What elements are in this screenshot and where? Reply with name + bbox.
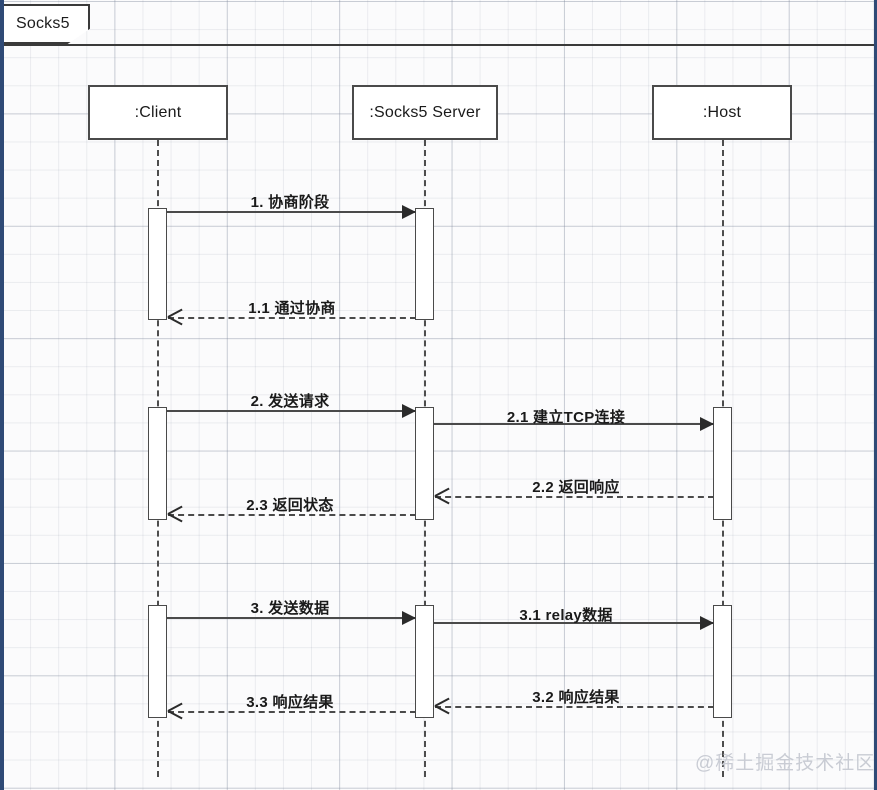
message-label-m3_3: 3.3 响应结果 bbox=[246, 694, 334, 711]
message-label-m2_3: 2.3 返回状态 bbox=[246, 497, 334, 514]
message-line-m1 bbox=[167, 211, 416, 213]
arrowhead-m3_3 bbox=[168, 703, 183, 718]
activation-bar-client bbox=[148, 605, 167, 718]
arrowhead-m3 bbox=[402, 611, 416, 625]
message-label-m2_2: 2.2 返回响应 bbox=[532, 479, 620, 496]
arrowhead-m3_1 bbox=[700, 616, 714, 630]
message-line-m1_1 bbox=[168, 317, 416, 319]
arrowhead-m3_2 bbox=[435, 698, 450, 713]
activation-bar-server bbox=[415, 605, 434, 718]
watermark-text: @稀土掘金技术社区 bbox=[695, 753, 876, 774]
frame-label-text: Socks5 bbox=[16, 15, 70, 32]
arrowhead-m2_2 bbox=[435, 488, 450, 503]
participant-label-host: :Host bbox=[702, 103, 742, 121]
message-line-m3 bbox=[167, 617, 416, 619]
window-right-border bbox=[874, 0, 877, 790]
message-line-m2 bbox=[167, 410, 416, 412]
activation-bar-host bbox=[713, 605, 732, 718]
message-label-m3: 3. 发送数据 bbox=[250, 600, 330, 617]
activation-bar-server bbox=[415, 208, 434, 320]
arrowhead-m2_1 bbox=[700, 417, 714, 431]
participant-label-client: :Client bbox=[134, 103, 182, 121]
message-line-m3_1 bbox=[434, 622, 714, 624]
participant-host[interactable]: :Host bbox=[652, 85, 792, 140]
arrowhead-m1 bbox=[402, 205, 416, 219]
arrowhead-m1_1 bbox=[168, 309, 183, 324]
message-label-m2: 2. 发送请求 bbox=[250, 393, 330, 410]
message-line-m3_3 bbox=[168, 711, 416, 713]
message-line-m2_1 bbox=[434, 423, 714, 425]
activation-bar-client bbox=[148, 208, 167, 320]
arrowhead-m2 bbox=[402, 404, 416, 418]
message-line-m3_2 bbox=[435, 706, 714, 708]
message-label-m3_1: 3.1 relay数据 bbox=[519, 607, 613, 624]
participant-server[interactable]: :Socks5 Server bbox=[352, 85, 498, 140]
message-label-m1_1: 1.1 通过协商 bbox=[248, 300, 336, 317]
frame-label-tab: Socks5 bbox=[4, 4, 90, 44]
message-label-m2_1: 2.1 建立TCP连接 bbox=[506, 409, 626, 426]
sequence-frame bbox=[4, 44, 874, 790]
activation-bar-host bbox=[713, 407, 732, 520]
message-label-m1: 1. 协商阶段 bbox=[250, 194, 330, 211]
message-line-m2_2 bbox=[435, 496, 714, 498]
participant-client[interactable]: :Client bbox=[88, 85, 228, 140]
message-label-m3_2: 3.2 响应结果 bbox=[532, 689, 620, 706]
participant-label-server: :Socks5 Server bbox=[369, 103, 481, 121]
activation-bar-client bbox=[148, 407, 167, 520]
window-left-border bbox=[0, 0, 4, 790]
message-line-m2_3 bbox=[168, 514, 416, 516]
activation-bar-server bbox=[415, 407, 434, 520]
arrowhead-m2_3 bbox=[168, 506, 183, 521]
